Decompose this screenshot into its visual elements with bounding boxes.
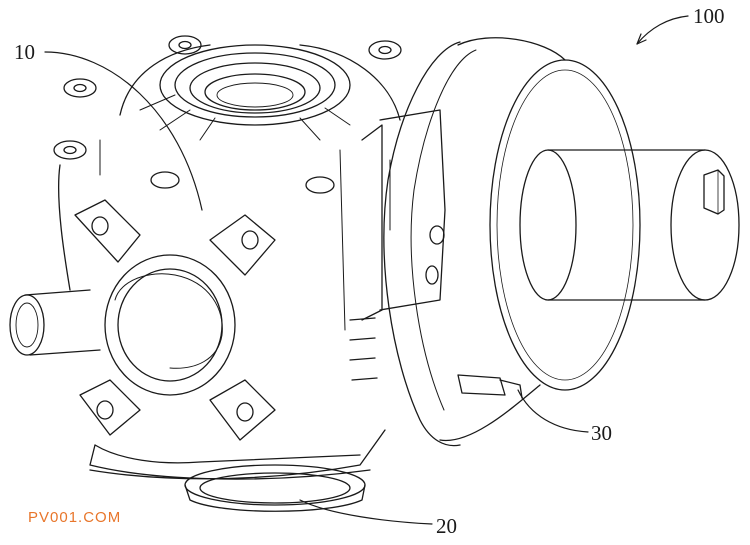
top-port-ring-2 <box>174 52 336 118</box>
flange-bolt-hole <box>241 230 259 250</box>
base-plate-edge <box>89 444 371 480</box>
leader-30 <box>517 389 589 433</box>
flange-lobe-bottom-right <box>209 379 276 441</box>
flange-bolt-hole <box>91 216 109 236</box>
top-port-bore <box>204 73 306 111</box>
mount-ear-left-mid <box>53 140 87 160</box>
mount-ear-hole <box>378 45 392 55</box>
front-port-inner <box>117 268 223 382</box>
mount-ear-top-right <box>368 40 402 60</box>
motor-bracket-side <box>361 124 383 321</box>
motor-bracket <box>379 109 446 311</box>
mount-ear-front-right <box>305 176 335 194</box>
ref-numeral-motor: 30 <box>591 421 612 445</box>
watermark: PV001.COM <box>28 509 122 526</box>
base-outlet-skirt <box>184 484 366 512</box>
motor-terminal <box>457 374 506 396</box>
base-plate-top <box>94 444 361 464</box>
side-pipe-bore <box>15 302 39 348</box>
bracket-bolt-upper <box>429 225 445 245</box>
motor-drum-inner-rim <box>496 69 634 381</box>
base <box>89 444 371 512</box>
front-port <box>104 254 236 396</box>
base-outlet-inner <box>199 472 351 504</box>
ref-numeral-valve-body: 10 <box>14 40 35 64</box>
mount-ear-front <box>150 171 180 189</box>
leader-100-arrow <box>636 33 647 45</box>
shaft-end-face <box>670 149 740 301</box>
base-outlet-ring <box>184 464 366 506</box>
motor-housing-band <box>410 49 477 411</box>
top-port-ring-3 <box>189 62 321 114</box>
ref-numeral-assembly: 100 <box>693 4 725 28</box>
mount-ear-top-left <box>168 35 202 55</box>
top-flange-edge <box>119 44 401 121</box>
mount-ear-hole <box>178 40 192 50</box>
motor-drum-bottom-edge <box>439 384 541 442</box>
ref-numeral-base: 20 <box>436 514 457 538</box>
valve-body <box>9 35 402 480</box>
leader-lines <box>44 15 689 525</box>
leader-20 <box>299 499 433 525</box>
top-port-outer-ring <box>159 44 351 126</box>
body-edges <box>99 139 391 331</box>
leader-10 <box>44 51 203 211</box>
motor-drum-rim <box>489 59 641 391</box>
motor-terminal-wire <box>499 379 523 399</box>
flange-ribs <box>139 94 351 141</box>
flange-bolt-hole <box>236 402 254 422</box>
top-port-bore-inner <box>216 82 294 108</box>
leader-100 <box>636 15 689 45</box>
shaft-key <box>703 169 725 215</box>
bracket-bolt-lower <box>425 265 439 285</box>
mount-ear-left-top <box>63 78 97 98</box>
housing-slots <box>349 317 378 381</box>
flange-lobe-bottom-left <box>79 379 141 436</box>
mount-ear-hole <box>73 83 87 93</box>
side-pipe-edges <box>24 289 101 356</box>
side-pipe-end <box>9 294 45 356</box>
shaft-base-ellipse <box>519 149 577 301</box>
motor-housing-front <box>383 41 461 447</box>
flange-bolt-hole <box>96 400 114 420</box>
flange-lobe-top-right <box>209 214 276 276</box>
motor-assembly <box>349 37 740 447</box>
flange-lobe-top-left <box>74 199 141 263</box>
mount-ear-hole <box>63 145 77 155</box>
front-port-dome <box>114 273 223 369</box>
motor-drum-top-edge <box>457 37 566 61</box>
